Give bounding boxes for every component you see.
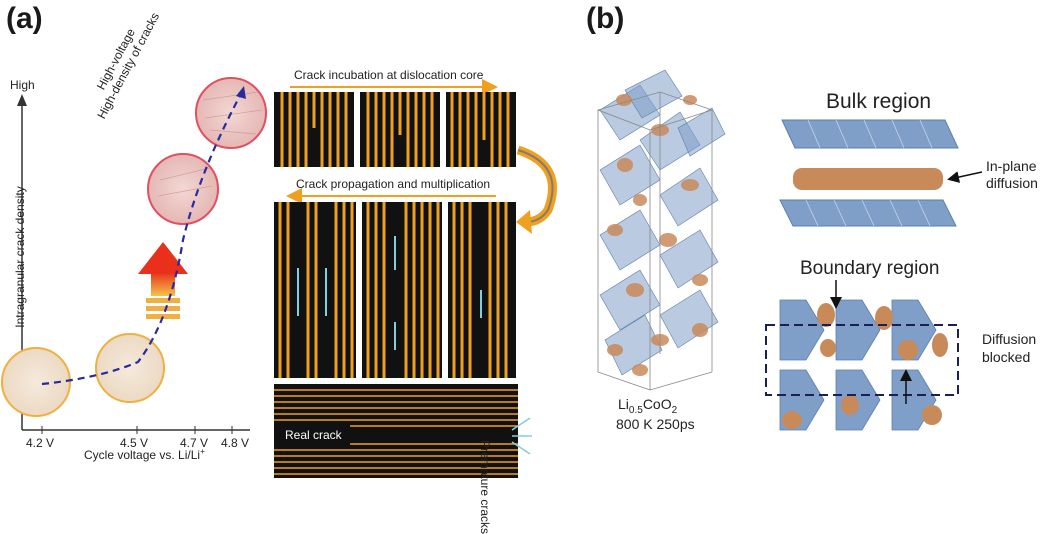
panel-b-label: (b) [586,2,625,35]
premature-crack-arrows [511,417,532,455]
particle-4.5v-circle [95,333,165,403]
crack-density-plot [1,77,267,434]
incubation-box-1 [274,92,354,167]
real-crack-label: Real crack [282,428,345,442]
x-tick-label-4.8: 4.8 V [221,436,250,450]
x-tick-label-4.5: 4.5 V [120,436,149,450]
x-axis-title: Cycle voltage vs. Li/Li+ [84,447,205,462]
particle-4.2v-circle [1,347,71,417]
y-axis-high-label: High [10,78,35,92]
incubation-box-2 [360,92,440,167]
li-diffusion-channel [793,168,943,190]
y-axis-title: Intragranular crack density [13,186,27,328]
panel-a-label: (a) [6,2,43,35]
boundary-region-diagram [765,280,959,431]
crack-schematic [274,79,557,478]
bulk-region-title: Bulk region [826,90,932,113]
trend-path [41,91,243,386]
premature-cracks-label: Premature cracks [478,440,492,534]
particle-4.7v-circle [147,153,219,225]
crack-growth-arrows [297,236,482,350]
figure-canvas [1,69,983,478]
propagation-stripes [278,202,508,378]
in-plane-pointer [947,171,983,183]
real-crack-stripes [274,389,518,475]
x-tick-label-4.7: 4.7 V [180,436,209,450]
coo6-octahedra [599,69,726,376]
x-tick-label-4.2: 4.2 V [26,436,55,450]
licoo2-supercell [596,69,726,391]
boundary-li-density [782,303,948,429]
diffusion-blocked-label: Diffusion blocked [982,331,1037,365]
boundary-region-title: Boundary region [800,258,940,279]
crack-propagation-label: Crack propagation and multiplication [296,177,491,191]
unit-cell-box [596,91,714,391]
crack-incubation-label: Crack incubation at dislocation core [294,68,484,82]
blocked-region-box [765,324,959,396]
boundary-octahedra [779,299,937,431]
incubation-box-3 [446,92,516,167]
bulk-region-diagram [779,119,983,227]
in-plane-diffusion-label: In-plane diffusion [986,158,1038,191]
simulation-condition-label: 800 K 250ps [616,416,695,432]
crack-lines [157,91,263,197]
trend-arrowhead [236,86,246,99]
formula-label: Li0.5CoO2 [618,396,678,416]
li-density-isosurfaces [607,94,708,376]
y-axis-arrow [17,94,27,106]
